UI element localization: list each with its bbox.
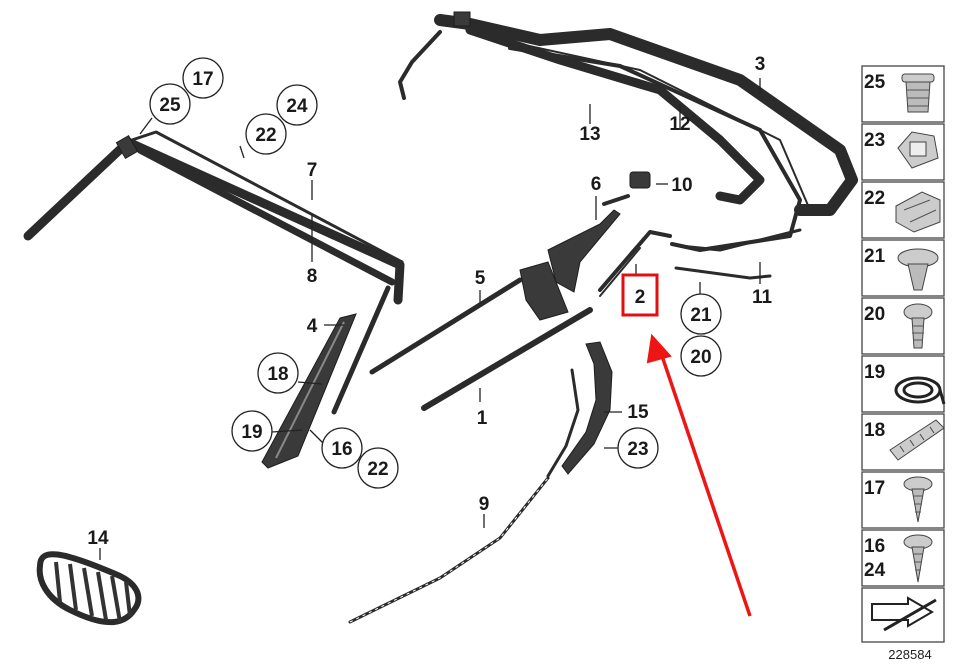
label-15: 15 <box>627 402 649 423</box>
kidney-grille <box>36 551 142 626</box>
sidebar-label-16: 16 <box>864 536 885 557</box>
sidebar-label-18: 18 <box>864 420 885 441</box>
svg-text:20: 20 <box>690 347 711 368</box>
sidebar-label-19: 19 <box>864 362 885 383</box>
circle-ref-22b: 22 <box>357 447 399 489</box>
bolt-icon <box>903 303 933 349</box>
sidebar-label-25: 25 <box>864 72 886 93</box>
bracket-clip-icon <box>895 191 941 233</box>
label-4: 4 <box>307 316 318 337</box>
red-arrow-icon <box>646 333 752 617</box>
svg-text:18: 18 <box>267 364 288 385</box>
reference-arrow-icon <box>871 596 937 632</box>
a-pillar-trim <box>261 313 357 469</box>
catalog-number: 228584 <box>888 647 931 662</box>
circle-ref-16: 16 <box>321 427 363 469</box>
svg-text:22: 22 <box>367 459 388 480</box>
label-10: 10 <box>671 175 692 196</box>
label-3: 3 <box>755 54 766 75</box>
screw-icon-17 <box>903 476 933 523</box>
highlighted-part-2: 2 <box>621 273 659 317</box>
label-12: 12 <box>669 114 690 135</box>
label-2: 2 <box>635 287 646 308</box>
label-1: 1 <box>477 408 488 429</box>
label-5: 5 <box>475 268 486 289</box>
label-7: 7 <box>307 160 318 181</box>
seal-strip-roll-icon <box>894 376 946 405</box>
circle-ref-21: 21 <box>680 293 722 335</box>
circle-ref-23: 23 <box>617 427 659 469</box>
quarter-trim <box>348 341 613 624</box>
sidebar-label-22: 22 <box>864 188 885 209</box>
sidebar-label-23: 23 <box>864 130 885 151</box>
part-number-labels: 3 12 13 6 10 7 8 5 4 11 1 15 9 14 <box>87 54 772 549</box>
circle-ref-22: 22 <box>245 113 287 155</box>
clip-nut-icon <box>897 131 939 169</box>
sidebar-label-20: 20 <box>864 304 885 325</box>
leader-lines <box>99 78 761 560</box>
svg-text:17: 17 <box>192 69 213 90</box>
svg-text:22: 22 <box>255 125 276 146</box>
screw-icon-16-24 <box>903 534 933 583</box>
label-14: 14 <box>87 528 109 549</box>
label-6: 6 <box>591 174 602 195</box>
expanding-rivet-icon <box>897 248 939 291</box>
svg-text:23: 23 <box>627 439 648 460</box>
sidebar-label-21: 21 <box>864 246 886 267</box>
circle-ref-19: 19 <box>231 410 273 452</box>
circle-ref-18: 18 <box>257 352 299 394</box>
sidebar-label-17: 17 <box>864 478 885 499</box>
plug-grommet-icon <box>901 73 935 113</box>
label-13: 13 <box>579 124 600 145</box>
circle-ref-20: 20 <box>680 335 722 377</box>
svg-text:21: 21 <box>690 305 712 326</box>
circled-references: 17 25 24 22 18 19 16 22 21 20 23 <box>149 57 722 489</box>
fastener-sidebar: 25 23 22 21 20 19 18 17 16 24 <box>861 65 946 643</box>
roof-seal-frame <box>398 11 858 252</box>
label-11: 11 <box>752 287 773 308</box>
svg-text:19: 19 <box>241 422 262 443</box>
svg-text:16: 16 <box>331 439 352 460</box>
sidebar-label-24: 24 <box>864 560 886 581</box>
circle-ref-17: 17 <box>182 57 224 99</box>
label-8: 8 <box>307 266 318 287</box>
circle-ref-25: 25 <box>149 83 191 125</box>
svg-text:24: 24 <box>286 96 308 117</box>
side-window-seals <box>369 171 772 411</box>
svg-text:25: 25 <box>159 95 181 116</box>
strip-clip-icon <box>889 419 945 461</box>
circle-ref-24: 24 <box>276 84 318 126</box>
windshield-frame-seal <box>23 130 405 415</box>
label-9: 9 <box>479 494 490 515</box>
